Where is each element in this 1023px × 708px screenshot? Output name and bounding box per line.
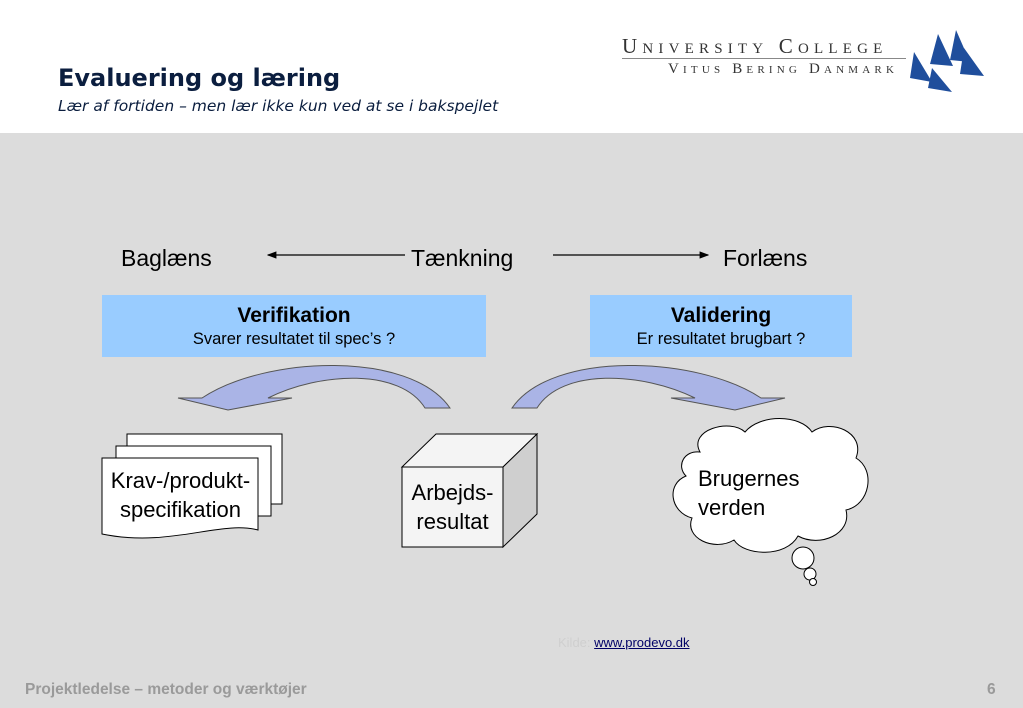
work-label-line1: Arbejds- — [411, 480, 494, 505]
validation-subtitle: Er resultatet brugbart ? — [636, 330, 806, 348]
work-result-label: Arbejds- resultat — [402, 478, 503, 536]
page-number: 6 — [987, 681, 996, 698]
thought-cloud — [672, 418, 869, 586]
source-reference: Kilde: www.prodevo.dk — [558, 635, 690, 650]
verification-title: Verifikation — [237, 304, 351, 327]
brand-subname: Vitus Bering Danmark — [668, 61, 899, 77]
page-subtitle: Lær af fortiden – men lær ikke kun ved a… — [58, 97, 499, 115]
spec-label-line1: Krav-/produkt- — [110, 468, 251, 493]
spec-label: Krav-/produkt- specifikation — [93, 466, 268, 524]
spec-label-line2: specifikation — [119, 497, 242, 522]
document-stack-icon — [101, 433, 283, 539]
source-link[interactable]: www.prodevo.dk — [594, 635, 690, 650]
brand-name: University College — [622, 34, 888, 58]
slide-body — [0, 133, 1023, 708]
slide-header: Evaluering og læring Lær af fortiden – m… — [0, 0, 1023, 133]
verification-curved-arrow — [177, 365, 451, 411]
sailing-ship-logo-icon — [910, 30, 984, 92]
footer-course-title: Projektledelse – metoder og værktøjer — [25, 681, 307, 698]
validation-box: Validering Er resultatet brugbart ? — [590, 295, 852, 357]
cloud-label-line1: Brugernes — [698, 466, 800, 491]
verification-box: Verifikation Svarer resultatet til spec’… — [102, 295, 486, 357]
cloud-label: Brugernes verden — [698, 464, 800, 522]
thinking-label: Tænkning — [411, 245, 514, 271]
brand-divider — [622, 58, 906, 59]
work-result-cube — [400, 432, 539, 549]
cloud-label-line2: verden — [698, 495, 766, 520]
source-prefix: Kilde: — [558, 635, 591, 650]
backward-label: Baglæns — [121, 245, 212, 271]
validation-title: Validering — [670, 304, 772, 327]
page-title: Evaluering og læring — [58, 64, 341, 92]
verification-subtitle: Svarer resultatet til spec’s ? — [192, 330, 396, 348]
work-label-line2: resultat — [416, 509, 489, 534]
validation-curved-arrow — [511, 365, 786, 411]
forward-label: Forlæns — [723, 245, 808, 271]
